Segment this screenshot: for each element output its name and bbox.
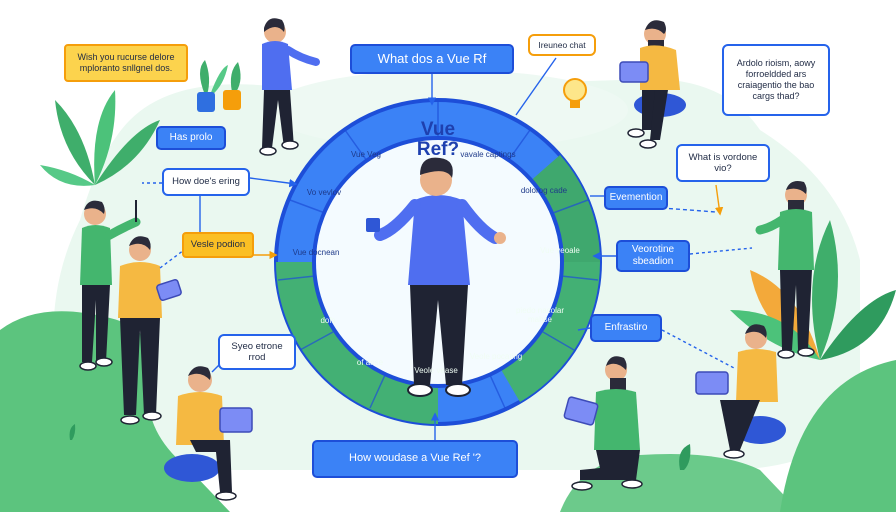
note-has-prolo: Has prolo xyxy=(156,126,226,150)
ring-label: Vo vevlov xyxy=(306,188,342,197)
note-what-is: What is vordone vio? xyxy=(676,144,770,182)
person-left-orange xyxy=(118,236,182,425)
note-how-does: How doe's ering xyxy=(162,168,250,196)
ring-label: piedo nacolar mahse xyxy=(515,306,565,325)
ring-label: vavale captings xyxy=(460,150,516,159)
ring-label: Vue veoale xyxy=(540,246,580,255)
question-bubble-top-center: Ireuneo chat xyxy=(528,34,596,56)
ring-label: of anse xyxy=(356,358,384,367)
lightbulb-icon xyxy=(563,78,587,108)
note-veorotine: Veorotine sbeadion xyxy=(616,240,690,272)
note-evemention: Evemention xyxy=(604,186,668,210)
note-vesle-podion: Vesle podion xyxy=(182,232,254,258)
person-right-orange xyxy=(695,324,786,459)
ring-label: dofs xyxy=(320,316,336,325)
bottom-question-box: How woudase a Vue Ref '? xyxy=(312,440,518,478)
central-person xyxy=(366,157,506,397)
ring-label: Vue docnean xyxy=(292,248,340,257)
note-syeo: Syeo etrone rrod xyxy=(218,334,296,370)
person-top-left xyxy=(259,18,320,156)
connectors xyxy=(142,57,753,440)
center-title-line1: Vue xyxy=(420,119,456,140)
ring-label: Vue Veg xyxy=(351,150,381,159)
ring-label: Veole vease xyxy=(414,366,458,375)
note-enfrastiro: Enfrastiro xyxy=(590,314,662,342)
person-bottom-right xyxy=(563,356,643,491)
person-bottom-left xyxy=(164,366,253,501)
center-title: Vue Ref? xyxy=(398,120,478,160)
person-left-green xyxy=(79,200,141,371)
potted-plants xyxy=(197,60,241,112)
plant-left-large xyxy=(40,90,160,186)
ring-label: Veole pocating xyxy=(469,352,523,361)
question-bubble-top-left: Wish you rucurse delore mploranto snllgn… xyxy=(64,44,188,82)
title-box: What dos a Vue Rf xyxy=(350,44,514,74)
question-bubble-top-right: Ardolo rioism, aowy forroeldded ars crai… xyxy=(722,44,830,116)
person-right-green xyxy=(755,181,815,359)
person-top-right xyxy=(619,20,686,149)
ring-label: dolorog cade xyxy=(520,186,568,195)
sprouts xyxy=(69,424,691,470)
center-title-line2: Ref? xyxy=(416,138,460,160)
